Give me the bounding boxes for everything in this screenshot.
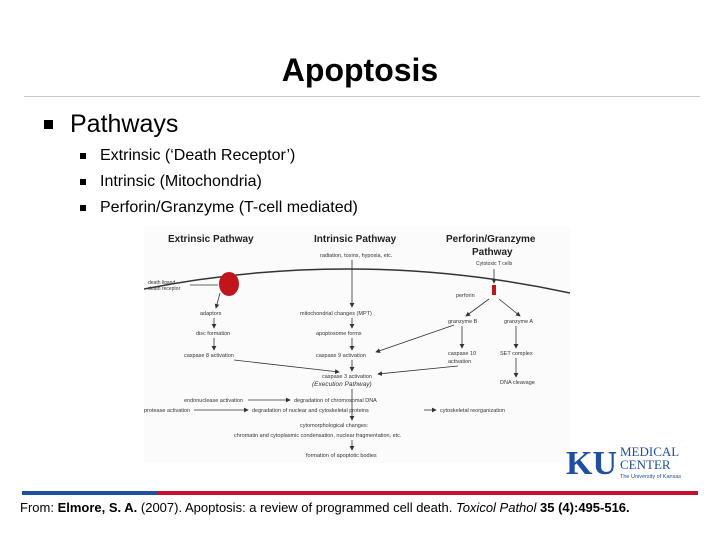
bullet-square-icon: [44, 120, 53, 129]
bullet-square-icon: [80, 205, 86, 211]
label-granzyme-b: granzyme B: [448, 319, 478, 325]
citation: From: Elmore, S. A. (2007). Apoptosis: a…: [20, 500, 710, 515]
header-intrinsic: Intrinsic Pathway: [314, 234, 397, 245]
logo-line1: MEDICAL: [620, 444, 679, 459]
subbullet-text: Perforin/Granzyme (T-cell mediated): [100, 199, 358, 216]
perforin-channel-icon: [492, 285, 496, 295]
label-mpt: mitochondrial changes (MPT): [300, 311, 372, 317]
death-receptor-icon: [219, 272, 239, 296]
ku-medical-center-logo: KU MEDICAL CENTER The University of Kans…: [566, 440, 686, 484]
cell-membrane: [144, 268, 570, 294]
label-caspase9: caspase 9 activation: [316, 353, 366, 359]
footer-bar-blue: [22, 491, 158, 495]
logo-line3: The University of Kansas: [620, 474, 681, 480]
subbullet-text: Intrinsic (Mitochondria): [100, 173, 262, 190]
citation-journal: Toxicol Pathol: [455, 500, 537, 515]
header-perforin-2: Pathway: [472, 247, 513, 258]
subbullet-extrinsic: Extrinsic (‘Death Receptor’): [80, 147, 295, 165]
subbullet-text: Extrinsic (‘Death Receptor’): [100, 147, 296, 164]
label-perforin: perforin: [456, 293, 475, 299]
label-morph-2: chromatin and cytoplasmic condensation, …: [234, 433, 402, 439]
title-divider: [24, 96, 700, 97]
label-granzyme-a: granzyme A: [504, 319, 533, 325]
label-morph-1: cytomorphological changes:: [300, 423, 369, 429]
footer-color-bar: [22, 491, 698, 495]
label-death-receptor: death receptor: [148, 286, 181, 292]
bullet-square-icon: [80, 179, 86, 185]
label-cytoskeletal: cytoskeletal reorganization: [440, 408, 505, 414]
subbullet-perforin: Perforin/Granzyme (T-cell mediated): [80, 199, 358, 217]
label-dna-cleavage: DNA cleavage: [500, 380, 535, 386]
label-endonuclease: endonuclease activation: [184, 398, 243, 404]
label-execution: (Execution Pathway): [312, 381, 372, 388]
apoptosis-pathway-diagram: Extrinsic Pathway Intrinsic Pathway Perf…: [144, 227, 570, 463]
label-caspase3: caspase 3 activation: [322, 374, 372, 380]
bullet-square-icon: [80, 153, 86, 159]
bullet-pathways: Pathways: [44, 110, 178, 139]
citation-volume: 35 (4):495-516.: [536, 500, 630, 515]
label-death-ligand: death ligand: [148, 280, 175, 286]
slide-title: Apoptosis: [281, 52, 439, 88]
subbullet-intrinsic: Intrinsic (Mitochondria): [80, 173, 262, 191]
label-degradation-dna: degradation of chromosomal DNA: [294, 398, 377, 404]
label-apoptosome: apoptosome forms: [316, 331, 362, 337]
label-set-complex: SET complex: [500, 351, 533, 357]
bullet-text: Pathways: [70, 110, 179, 138]
label-bodies: formation of apoptotic bodies: [306, 453, 377, 459]
logo-line2: CENTER: [620, 457, 671, 472]
citation-prefix: From:: [20, 500, 58, 515]
header-extrinsic: Extrinsic Pathway: [168, 234, 254, 245]
label-caspase10-2: activation: [448, 359, 471, 365]
header-perforin-1: Perforin/Granzyme: [446, 234, 536, 245]
label-stimuli: radiation, toxins, hypoxia, etc.: [320, 253, 393, 259]
label-caspase8: caspase 8 activation: [184, 353, 234, 359]
label-disc: disc formation: [196, 331, 230, 337]
label-cytotoxic: Cytotoxic T cells: [476, 261, 513, 267]
logo-ku-letters: KU: [566, 445, 617, 482]
label-degradation-nuclear: degradation of nuclear and cytoskeletal …: [252, 408, 369, 414]
footer-bar-red: [158, 491, 698, 495]
label-caspase10-1: caspase 10: [448, 351, 476, 357]
pathway-arrows: [194, 260, 521, 451]
citation-middle: (2007). Apoptosis: a review of programme…: [137, 500, 456, 515]
label-protease: protease activation: [144, 408, 190, 414]
label-adaptors: adaptors: [200, 311, 222, 317]
citation-author: Elmore, S. A.: [57, 500, 138, 515]
